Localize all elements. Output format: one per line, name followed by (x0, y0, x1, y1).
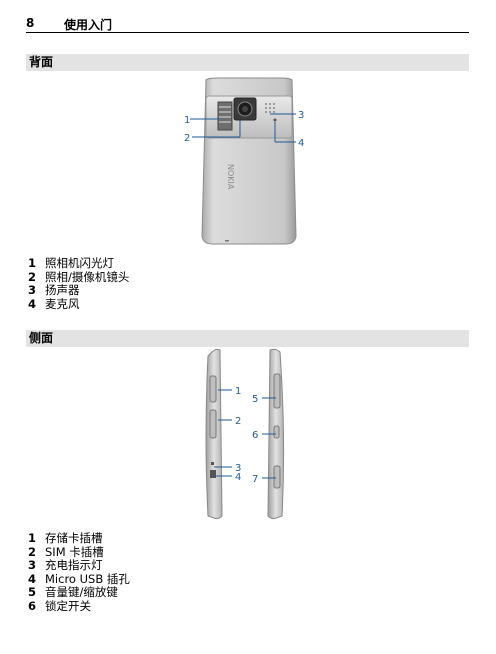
callout-1: 1 (235, 386, 241, 397)
camera-key (273, 465, 281, 489)
callout-7: 7 (252, 474, 258, 485)
callout-2: 2 (235, 416, 241, 427)
list-item: 6 锁定开关 (28, 598, 91, 613)
callout-4: 4 (235, 472, 241, 483)
phone-back-illustration: NOKIA 1 2 3 4 (184, 77, 304, 245)
callout-6: 6 (252, 430, 258, 441)
page-header: 8 使用入门 (26, 16, 469, 33)
list-item: 1 照相机闪光灯 (28, 256, 114, 270)
list-item: 4 Micro USB 插孔 (28, 571, 130, 586)
callout-3: 3 (298, 110, 304, 121)
section-heading-side: 侧面 (26, 330, 469, 347)
list-item: 2 照相/摄像机镜头 (28, 269, 130, 284)
lock-switch (273, 425, 280, 439)
list-item: 4 麦克风 (28, 296, 80, 311)
callout-5: 5 (252, 394, 258, 405)
charge-indicator (211, 462, 214, 465)
brand-logo: NOKIA (226, 164, 235, 190)
sim-card-slot (209, 409, 217, 439)
callout-3: 3 (235, 463, 241, 474)
list-item: 2 SIM 卡插槽 (28, 544, 104, 559)
back-parts-list: 1 照相机闪光灯 2 照相/摄像机镜头 3 扬声器 4 麦克风 (28, 256, 130, 311)
page-number: 8 (26, 16, 35, 30)
callout-1: 1 (184, 115, 190, 126)
camera-flash (217, 101, 233, 131)
callout-2: 2 (184, 133, 190, 144)
list-item: 3 充电指示灯 (28, 558, 103, 573)
micro-usb-port (210, 470, 216, 478)
section-heading-back: 背面 (26, 54, 469, 71)
phone-sides-illustration: 1 2 3 4 5 6 7 (205, 348, 285, 520)
list-item: 5 音量键/缩放键 (28, 585, 118, 600)
microphone-hole (273, 118, 277, 122)
volume-key (273, 373, 281, 409)
list-item: 1 存储卡插槽 (28, 531, 103, 545)
side-parts-list: 1 存储卡插槽 2 SIM 卡插槽 3 充电指示灯 4 Micro USB 插孔… (28, 531, 130, 614)
speaker-grill (265, 103, 275, 113)
chapter-title: 使用入门 (64, 18, 113, 32)
memory-card-slot (209, 375, 217, 403)
list-item: 3 扬声器 (28, 283, 80, 298)
callout-4: 4 (298, 138, 304, 149)
